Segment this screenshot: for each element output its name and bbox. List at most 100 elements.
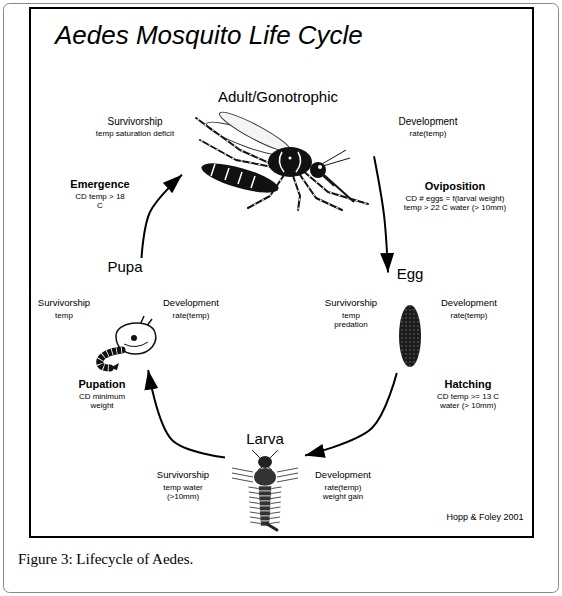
pupa-drawing	[100, 350, 122, 368]
transition-name: Hatching	[428, 378, 508, 391]
stage-note: CD temp >= 13 C water (> 10mm)	[433, 392, 503, 410]
larva-drawing	[271, 492, 281, 494]
stage-note: CD # eggs = f(larval weight) temp > 22 C…	[400, 194, 510, 212]
figure-frame	[30, 8, 533, 537]
mosquito-drawing	[292, 173, 300, 210]
transition-name: Pupation	[62, 378, 142, 391]
stage-name: Adult/Gonotrophic	[218, 88, 338, 106]
mosquito-drawing	[211, 164, 255, 188]
stage-note: Development	[310, 470, 376, 481]
larva-drawing	[250, 522, 260, 524]
stage-note: Survivorship	[150, 470, 216, 481]
stage-note: Survivorship	[318, 298, 384, 309]
mosquito-drawing	[323, 176, 334, 186]
mosquito-drawing	[196, 118, 368, 210]
stage-note: rate(temp)	[388, 129, 468, 138]
larva-drawing	[249, 502, 259, 504]
transition-name: Oviposition	[400, 180, 510, 193]
cycle-arrow	[374, 156, 388, 272]
mosquito-drawing	[289, 157, 292, 160]
mosquito-drawing	[268, 147, 312, 177]
stage-note: Development	[158, 298, 224, 309]
egg-drawing	[399, 305, 421, 367]
larva-drawing	[249, 492, 259, 494]
stage-note: Survivorship	[34, 298, 94, 309]
outer-frame	[4, 4, 559, 593]
cycle-arrow	[148, 370, 225, 458]
larva-drawing	[259, 491, 272, 496]
egg-drawing	[399, 305, 421, 367]
life-stage: Pupa	[92, 258, 158, 370]
cycle-arrow	[305, 373, 397, 456]
larva-drawing	[250, 512, 260, 514]
mosquito-drawing	[292, 173, 300, 210]
larva-drawing	[260, 506, 271, 511]
diagram-title: Aedes Mosquito Life Cycle	[55, 20, 363, 51]
stage-name: Egg	[397, 265, 424, 283]
mosquito-drawing	[279, 152, 300, 172]
stage-note: Development	[388, 116, 468, 128]
larva-drawing	[249, 487, 259, 489]
stage-note: Development	[436, 298, 502, 309]
larva-drawing	[277, 473, 298, 477]
larva-drawing	[232, 450, 298, 530]
larva-drawing	[271, 507, 281, 509]
larva-drawing	[250, 507, 260, 509]
stage-note: temp	[34, 311, 94, 320]
stage-note: rate(temp)	[436, 311, 502, 320]
larva-drawing	[270, 512, 280, 514]
pupa-drawing	[124, 342, 148, 347]
larva-drawing	[232, 468, 253, 472]
pupa-drawing	[100, 350, 122, 368]
larva-drawing	[254, 468, 276, 486]
transition-name: Emergence	[58, 178, 142, 191]
larva-drawing	[277, 468, 298, 472]
life-stage: Egg	[388, 265, 432, 373]
mosquito-drawing	[318, 165, 322, 169]
pupa-drawing	[110, 363, 119, 370]
stage-note: CD temp > 18 C	[75, 192, 125, 210]
larva-drawing	[267, 524, 277, 530]
stage-note: temp water (>10mm)	[150, 483, 216, 501]
larva-drawing	[260, 516, 270, 521]
larva-drawing	[252, 450, 278, 470]
larva-drawing	[270, 517, 280, 519]
stage-note: temp predation	[328, 311, 374, 329]
larva-drawing	[259, 486, 272, 491]
mosquito-drawing	[225, 168, 229, 180]
figure-caption: Figure 3: Lifecycle of Aedes.	[18, 551, 193, 568]
stage-note: rate(temp) weight gain	[315, 483, 371, 501]
pupa-drawing	[131, 335, 137, 341]
larva-drawing	[250, 517, 260, 519]
cycle-arrow	[142, 175, 183, 258]
mosquito-drawing	[196, 107, 368, 210]
mosquito-drawing	[251, 176, 255, 188]
larva-drawing	[259, 501, 271, 506]
mosquito-drawing	[324, 175, 354, 202]
larva-drawing	[260, 511, 271, 516]
larva-drawing	[249, 497, 259, 499]
larva-drawing	[259, 496, 271, 501]
larva-drawing	[232, 478, 253, 482]
larva-drawing	[271, 497, 281, 499]
mosquito-drawing	[238, 172, 242, 184]
mosquito-drawing	[322, 150, 350, 166]
life-stage: Adult/Gonotrophic	[182, 88, 374, 212]
life-stage: Larva	[225, 430, 305, 532]
stage-note: Hopp & Foley 2001	[440, 512, 530, 522]
stage-name: Pupa	[107, 258, 142, 276]
mosquito-drawing	[196, 118, 276, 166]
larva-drawing	[270, 522, 280, 524]
stage-note: Survivorship	[95, 116, 175, 128]
stage-note: temp saturation deficit	[95, 129, 175, 138]
larva-drawing	[272, 487, 282, 489]
larva-drawing	[277, 478, 298, 482]
pupa-drawing	[100, 316, 156, 370]
mosquito-drawing	[196, 118, 368, 210]
egg-drawing	[399, 305, 421, 367]
larva-drawing	[271, 502, 281, 504]
stage-note: CD minimum weight	[72, 392, 132, 410]
larva-drawing	[232, 473, 253, 477]
stage-note: rate(temp)	[158, 311, 224, 320]
